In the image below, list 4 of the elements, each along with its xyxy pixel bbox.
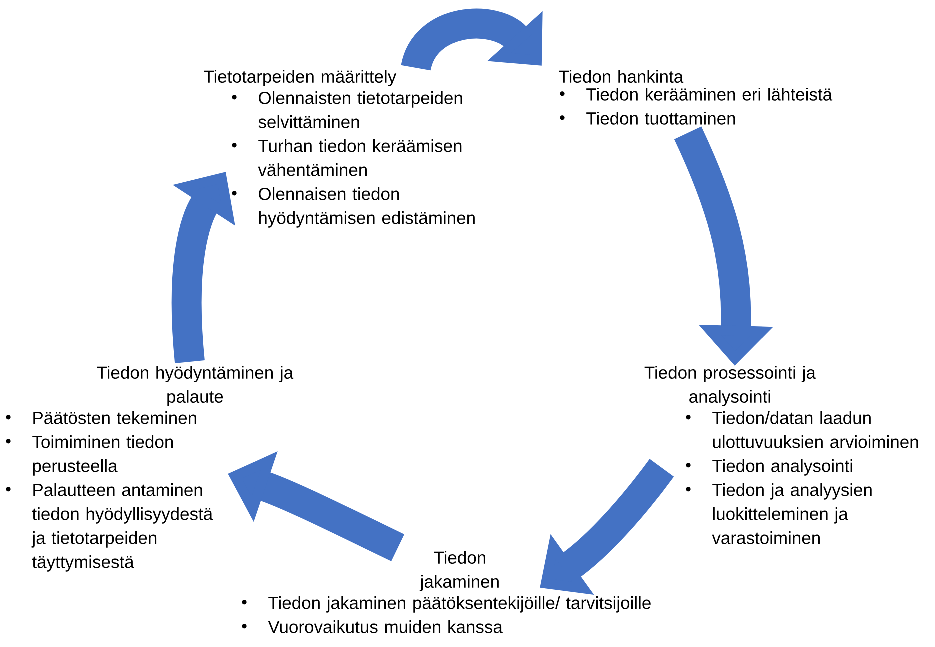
curved-arrow xyxy=(402,8,543,72)
stage-text: Tiedon hankinta Tiedon kerääminen eri lähteistä Tiedon tuottaminen xyxy=(559,70,833,125)
stage-text: Tiedon prosessointi ja analysointi Tiedon/datan laadun ulottuvuuksien arvioiminen Tiedon analysointi Tiedon ja analyysien luokitteleminen ja varastoiminen xyxy=(644,366,918,544)
stage-text: Tietotarpeiden määrittely Olennaisten tietotarpeiden selvittäminen Turhan tiedon keräämisen vähentäminen Olennaisen tiedon hyödyntämisen edistäminen xyxy=(204,70,475,228)
